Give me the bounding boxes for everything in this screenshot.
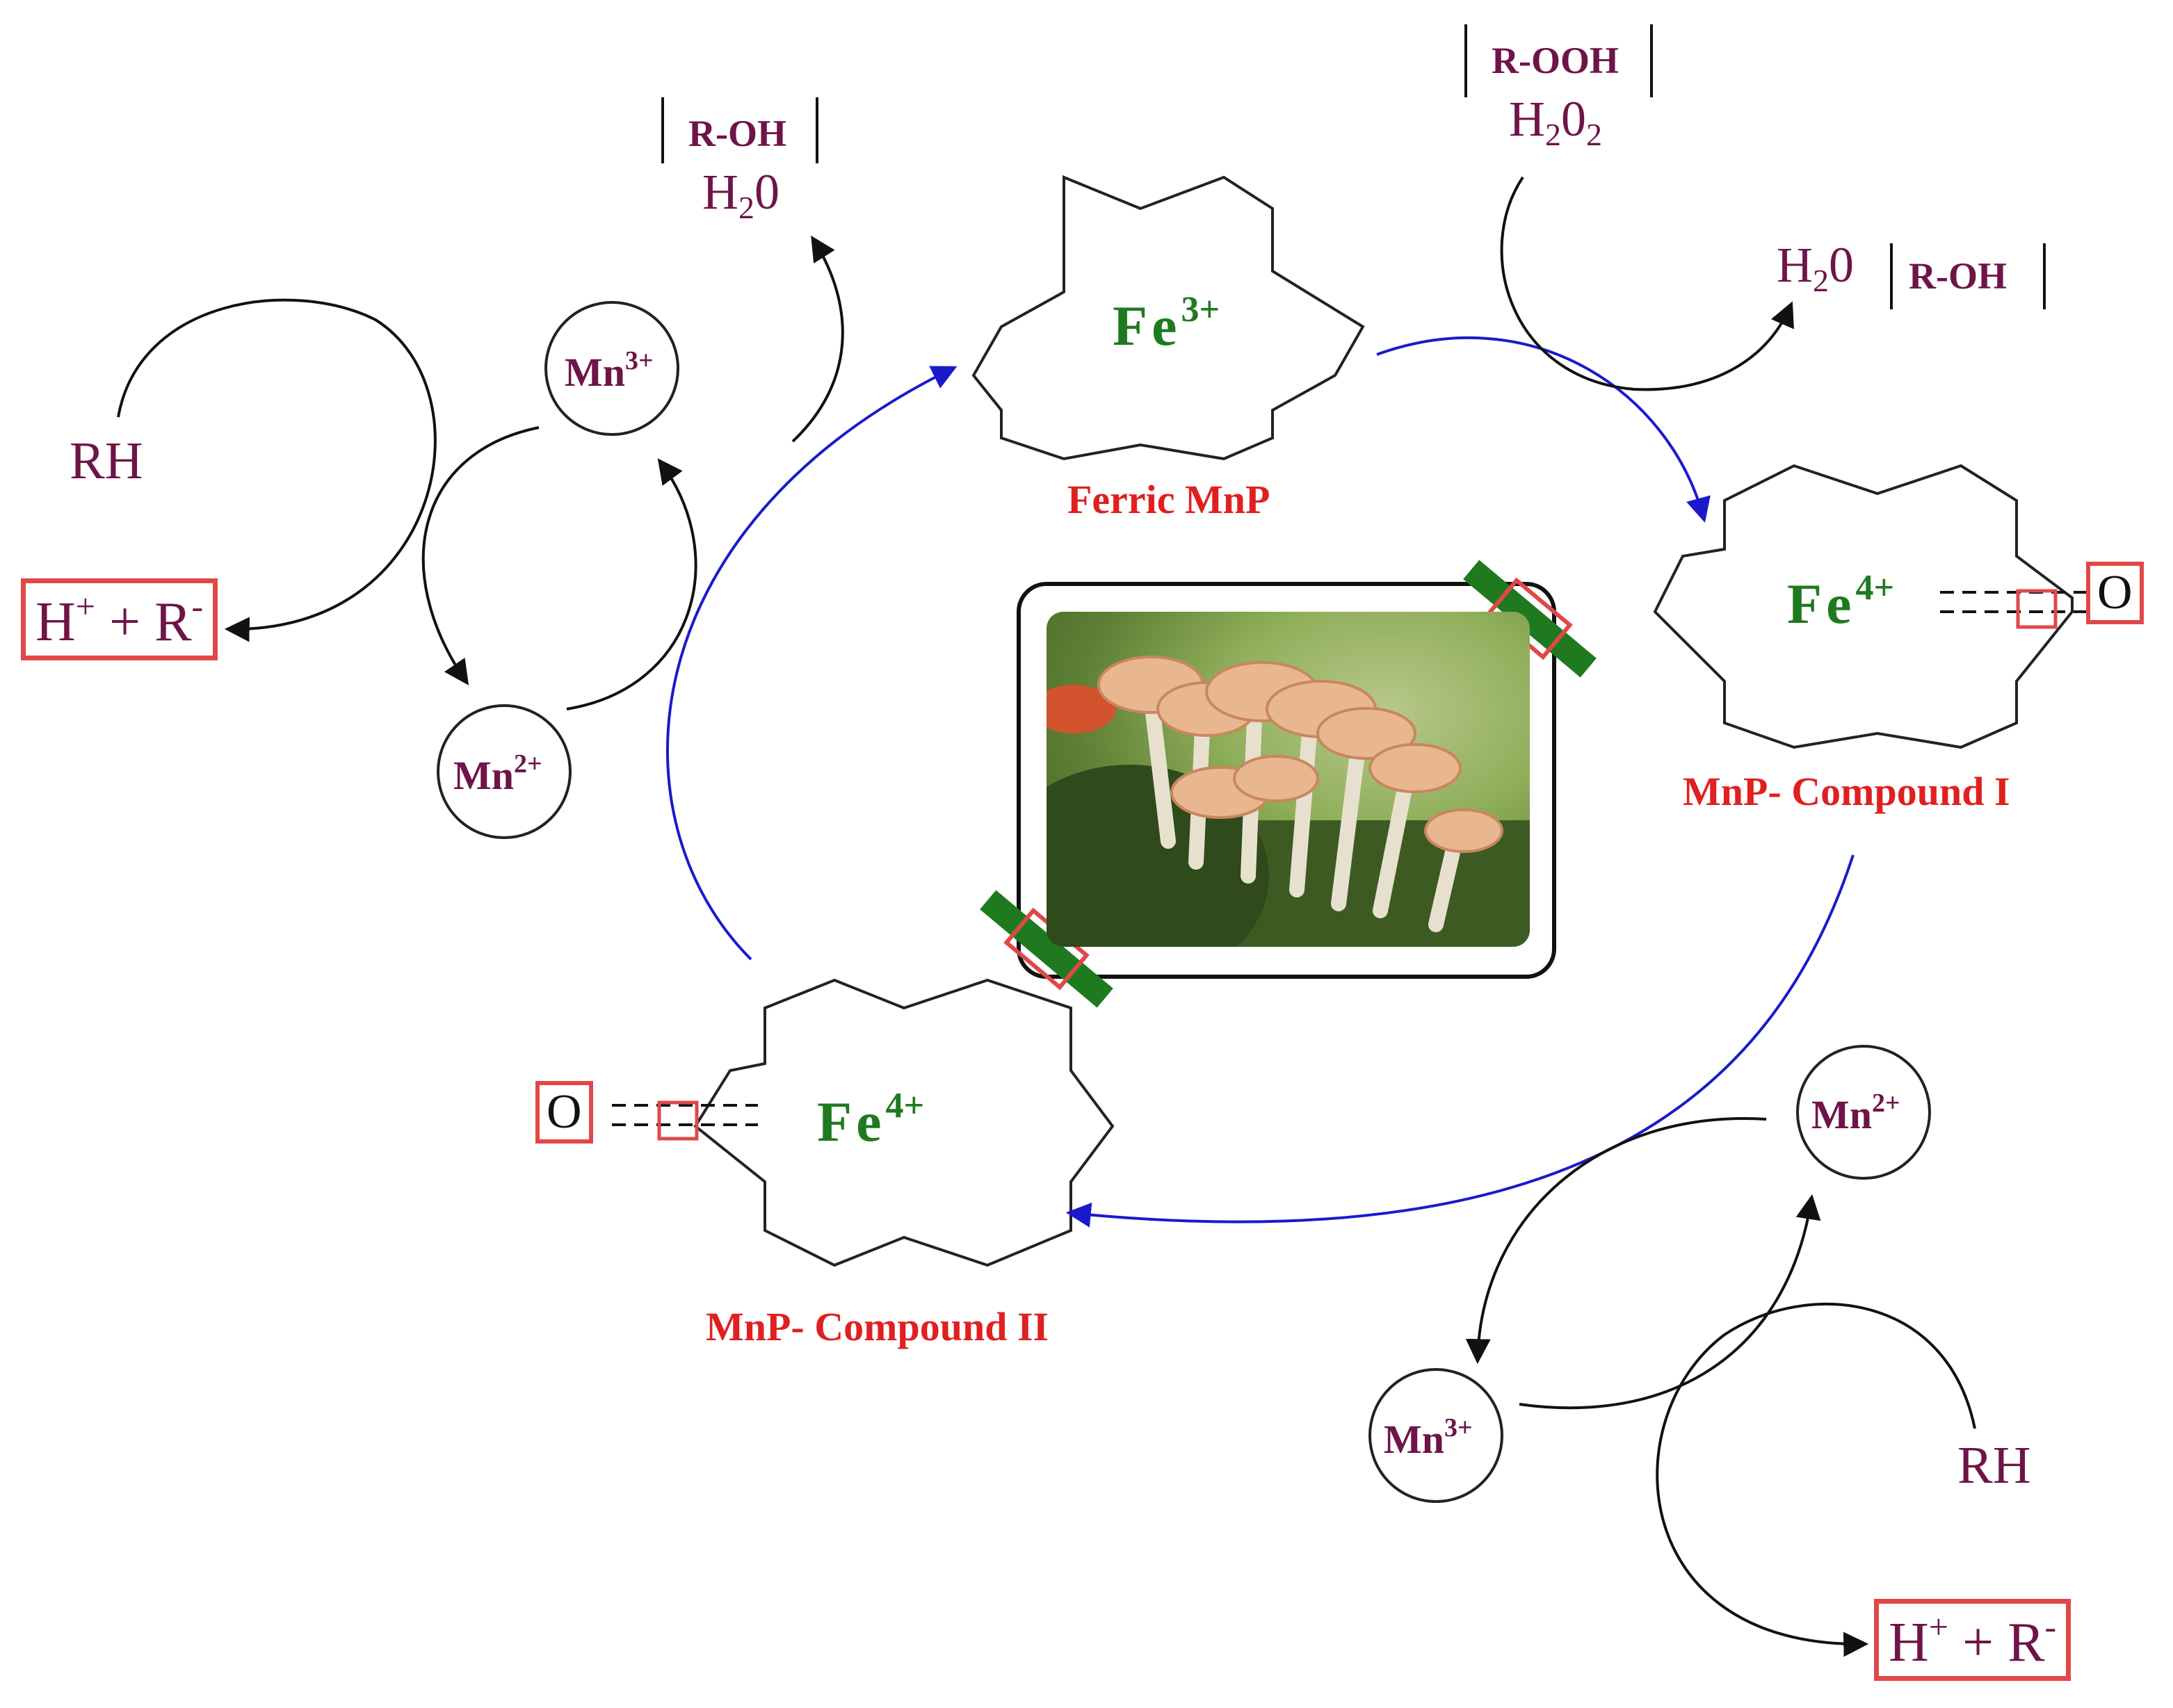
rh-left-label: RH (70, 432, 143, 490)
arrow-to-h2o-left (791, 235, 844, 443)
compound-ii-label: MnP- Compound II (706, 1304, 1049, 1349)
arrow-mn2-to-mn3-right (1465, 1117, 1767, 1365)
arrow-compound-ii-to-ferric (666, 366, 958, 961)
product-left-box: H+ + R- (21, 578, 218, 660)
mn3-circle-left (544, 301, 679, 436)
ferric-mnp-porphyrin (971, 175, 1365, 461)
oxo-bond-marker-i (2016, 589, 2058, 629)
r-oh-output-right-label: R-OH (1909, 255, 2007, 297)
compound-i-iron-label: Fe4+ (1787, 568, 1895, 635)
compound-ii-oxygen: O (535, 1081, 593, 1144)
r-oh-output-left-label: R-OH (688, 113, 786, 154)
mn3-left-label: Mn3+ (565, 346, 654, 395)
ferric-iron-label: Fe3+ (1113, 290, 1220, 357)
cycle-arrows (666, 336, 1855, 1228)
arrow-mn2-to-mn3-left (566, 458, 697, 710)
product-right-box: H+ + R- (1874, 1599, 2071, 1681)
compound-ii-porphyrin (693, 978, 1115, 1267)
compound-i-porphyrin (1653, 464, 2074, 749)
arrow-rh-to-product-right (1656, 1303, 1976, 1657)
oxo-bond-marker-ii (657, 1100, 699, 1141)
h2o-output-left-label: H20 (702, 164, 779, 225)
h2o2-label: H202 (1509, 91, 1602, 152)
oxo-bonds (612, 591, 2086, 1126)
mn2-circle-left (437, 704, 572, 839)
mushroom-photo (1047, 612, 1530, 947)
frame-tags (980, 560, 1597, 1008)
arrow-compound-i-to-compound-ii (1065, 854, 1855, 1228)
mn3-right-label: Mn3+ (1384, 1413, 1473, 1462)
photo-frame (1017, 582, 1556, 979)
h2o-output-right-label: H20 (1777, 237, 1854, 298)
mn-circles (437, 301, 1931, 1503)
side-reaction-arrows (117, 176, 1976, 1657)
compound-i-oxygen: O (2086, 562, 2144, 624)
arrow-ferric-to-compound-i (1376, 336, 1711, 523)
r-ooh-label: R-OOH (1492, 40, 1619, 81)
mushroom-illustration (1047, 656, 1530, 947)
mn2-left-label: Mn2+ (453, 749, 542, 798)
mn2-right-label: Mn2+ (1811, 1089, 1900, 1137)
arrow-mn3-to-mn2-right (1519, 1194, 1821, 1410)
arrow-h2o2-to-h2o (1500, 176, 1794, 391)
mn2-circle-right (1796, 1045, 1931, 1180)
rh-right-label: RH (1957, 1436, 2031, 1495)
compound-ii-iron-label: Fe4+ (817, 1086, 925, 1153)
arrow-mn3-to-mn2-left (421, 426, 540, 685)
compound-i-label: MnP- Compound I (1683, 769, 2010, 814)
arrow-rh-to-product-left (117, 298, 437, 642)
mn3-circle-right (1368, 1368, 1503, 1503)
brackets (661, 24, 2046, 309)
ferric-mnp-label: Ferric MnP (1067, 477, 1270, 522)
porphyrin-outlines (693, 175, 2074, 1267)
